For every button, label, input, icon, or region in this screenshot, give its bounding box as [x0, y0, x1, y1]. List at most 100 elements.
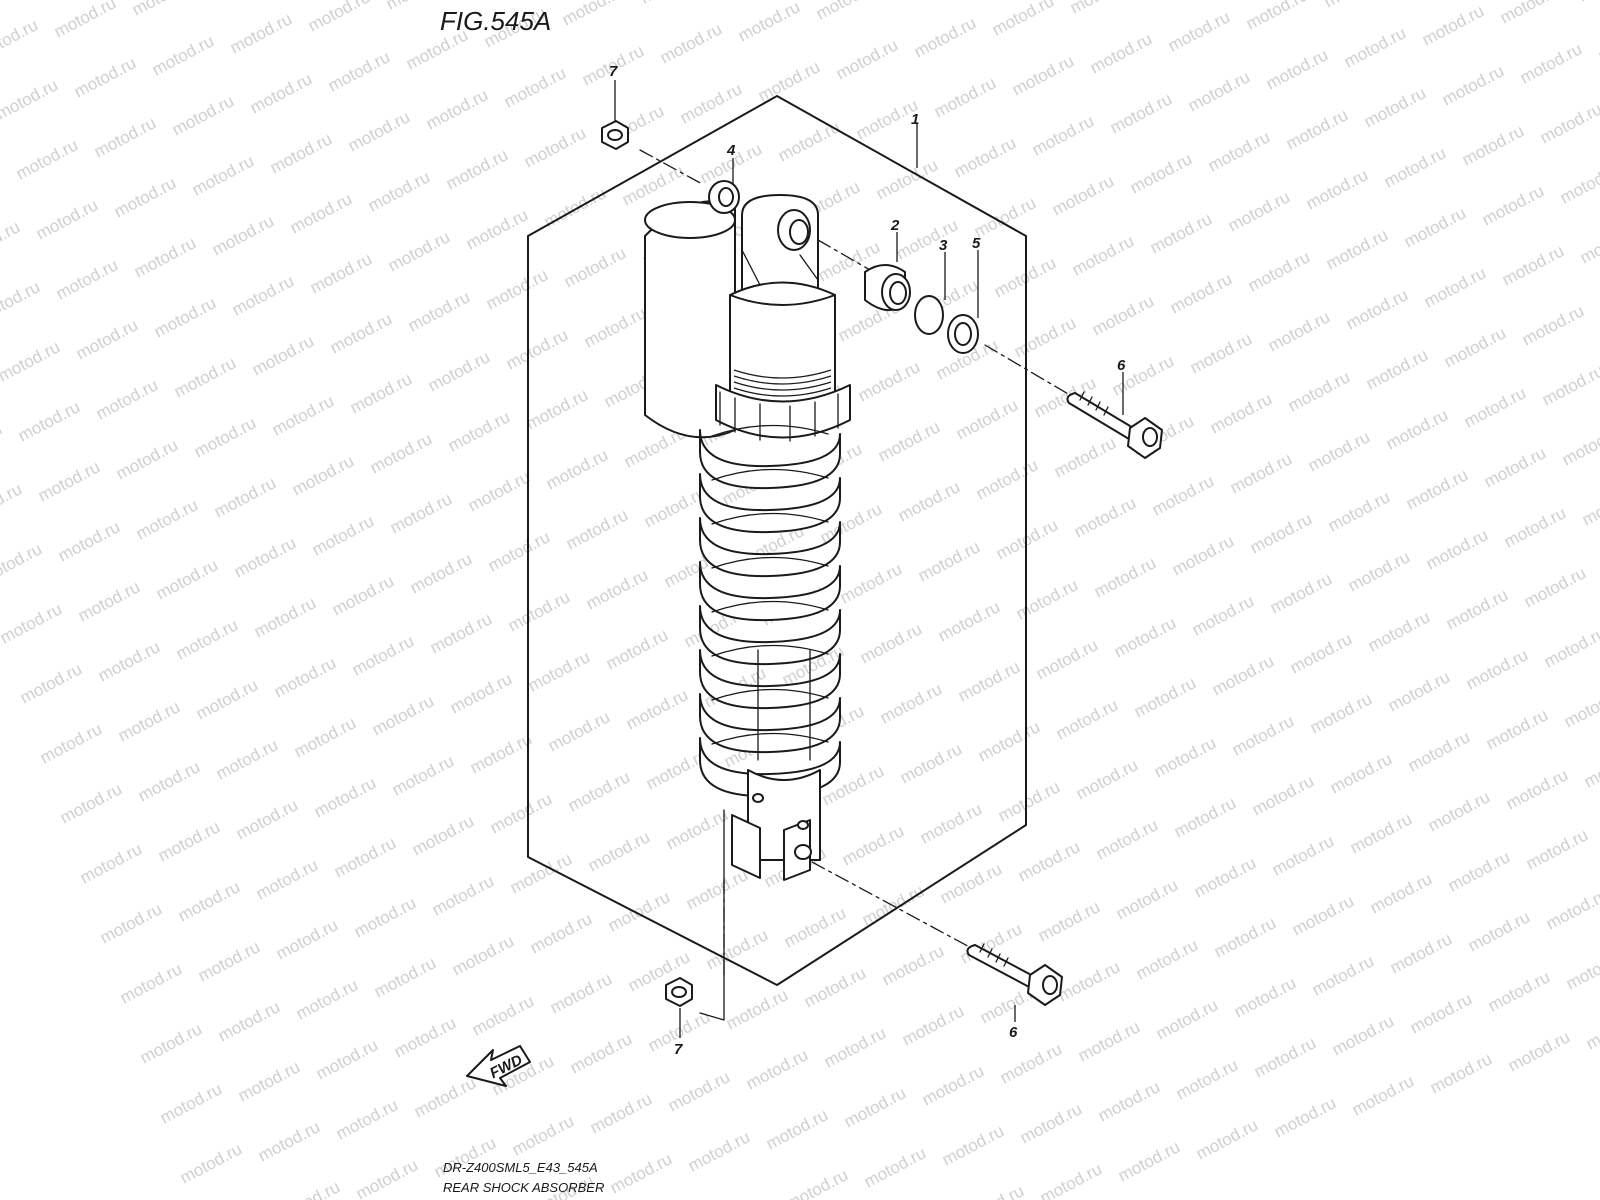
- watermark-text: motod.ru: [1035, 897, 1103, 945]
- watermark-text: motod.ru: [389, 751, 457, 799]
- figure-title: FIG.545A: [440, 6, 551, 36]
- watermark-text: motod.ru: [449, 931, 517, 979]
- watermark-text: motod.ru: [233, 795, 301, 843]
- watermark-text: motod.ru: [917, 799, 985, 847]
- watermark-text: motod.ru: [1537, 99, 1600, 147]
- watermark-text: motod.ru: [135, 757, 203, 805]
- watermark-text: motod.ru: [993, 515, 1061, 563]
- watermark-text: motod.ru: [349, 631, 417, 679]
- watermark-text: motod.ru: [1425, 787, 1493, 835]
- watermark-text: motod.ru: [1361, 83, 1429, 131]
- damper-rod: [757, 649, 811, 761]
- watermark-text: motod.ru: [269, 391, 337, 439]
- watermark-text: motod.ru: [683, 865, 751, 913]
- watermark-text: motod.ru: [1345, 547, 1413, 595]
- watermark-text: motod.ru: [1503, 765, 1571, 813]
- watermark-text: motod.ru: [1579, 481, 1600, 529]
- watermark-text: motod.ru: [1479, 181, 1547, 229]
- watermark-text: motod.ru: [387, 489, 455, 537]
- watermark-text: motod.ru: [1169, 531, 1237, 579]
- watermark-text: motod.ru: [1407, 989, 1475, 1037]
- watermark-text: motod.ru: [1443, 585, 1511, 633]
- watermark-text: motod.ru: [523, 385, 591, 433]
- watermark-text: motod.ru: [1575, 0, 1600, 6]
- watermark-text: motod.ru: [1267, 569, 1335, 617]
- watermark-text: motod.ru: [55, 517, 123, 565]
- watermark-text: motod.ru: [857, 619, 925, 667]
- watermark-text: motod.ru: [509, 1111, 577, 1159]
- watermark-text: motod.ru: [1011, 313, 1079, 361]
- watermark-text: motod.ru: [505, 587, 573, 635]
- part-3-ring: [914, 295, 944, 335]
- watermark-text: motod.ru: [1111, 613, 1179, 661]
- watermark-text: motod.ru: [1171, 793, 1239, 841]
- watermark-text: motod.ru: [1207, 389, 1275, 437]
- watermark-text: motod.ru: [485, 527, 553, 575]
- watermark-text: motod.ru: [919, 1061, 987, 1109]
- watermark-text: motod.ru: [1385, 667, 1453, 715]
- watermark-text: motod.ru: [247, 69, 315, 117]
- watermark-text: motod.ru: [1563, 945, 1600, 993]
- watermark-text: motod.ru: [91, 113, 159, 161]
- watermark-text: motod.ru: [735, 0, 803, 46]
- watermark-text: motod.ru: [821, 1023, 889, 1071]
- part-6-bolt-lower: [966, 943, 1063, 1006]
- watermark-text: motod.ru: [0, 539, 45, 587]
- watermark-text: motod.ru: [877, 679, 945, 727]
- watermark-text: motod.ru: [1485, 967, 1553, 1015]
- watermark-text: motod.ru: [1087, 29, 1155, 77]
- watermark-text: motod.ru: [1445, 847, 1513, 895]
- watermark-text: motod.ru: [1321, 0, 1389, 12]
- watermark-text: motod.ru: [603, 625, 671, 673]
- watermark-text: motod.ru: [1387, 929, 1455, 977]
- watermark-text: motod.ru: [931, 73, 999, 121]
- watermark-text: motod.ru: [1381, 143, 1449, 191]
- center-lines: [639, 149, 1076, 976]
- watermark-text: motod.ru: [77, 839, 145, 887]
- watermark-text: motod.ru: [585, 827, 653, 875]
- watermark-text: motod.ru: [51, 0, 119, 42]
- watermark-text: motod.ru: [0, 337, 63, 385]
- watermark-text: motod.ru: [1033, 635, 1101, 683]
- watermark-text: motod.ru: [169, 91, 237, 139]
- watermark-text: motod.ru: [1251, 1033, 1319, 1081]
- watermark-text: motod.ru: [501, 63, 569, 111]
- watermark-text: motod.ru: [305, 0, 373, 36]
- watermark-text: motod.ru: [581, 303, 649, 351]
- shock-body: [715, 281, 851, 442]
- watermark-text: motod.ru: [1481, 443, 1549, 491]
- watermark-text: motod.ru: [839, 821, 907, 869]
- watermark-text: motod.ru: [899, 1001, 967, 1049]
- watermark-text: motod.ru: [879, 941, 947, 989]
- watermark-text: motod.ru: [35, 457, 103, 505]
- watermark-text: motod.ru: [427, 609, 495, 657]
- watermark-text: motod.ru: [861, 1143, 929, 1191]
- watermark-text: motod.ru: [17, 659, 85, 707]
- watermark-text: motod.ru: [743, 1045, 811, 1093]
- callout-6-lower: 6: [1009, 1024, 1018, 1041]
- watermark-text: motod.ru: [665, 1067, 733, 1115]
- watermark-text: motod.ru: [563, 505, 631, 553]
- watermark-text: motod.ru: [641, 483, 709, 531]
- watermark-text: motod.ru: [273, 915, 341, 963]
- watermark-text: motod.ru: [1053, 695, 1121, 743]
- watermark-text: motod.ru: [1583, 1005, 1600, 1053]
- watermark-text: motod.ru: [1365, 607, 1433, 655]
- watermark-text: motod.ru: [541, 183, 609, 231]
- callout-7-lower: 7: [674, 1041, 683, 1058]
- watermark-text: motod.ru: [365, 167, 433, 215]
- watermark-text: motod.ru: [227, 9, 295, 57]
- part-4-washer: [708, 180, 740, 214]
- watermark-text: motod.ru: [149, 31, 217, 79]
- watermark-text: motod.ru: [347, 369, 415, 417]
- watermark-text: motod.ru: [0, 217, 23, 265]
- watermark-text: motod.ru: [657, 19, 725, 67]
- watermark-text: motod.ru: [369, 691, 437, 739]
- watermark-text: motod.ru: [605, 887, 673, 935]
- watermark-text: motod.ru: [1403, 465, 1471, 513]
- watermark-text: motod.ru: [251, 593, 319, 641]
- watermark-text: motod.ru: [1231, 973, 1299, 1021]
- watermark-text: motod.ru: [1519, 301, 1587, 349]
- watermark-text: motod.ru: [1095, 1077, 1163, 1125]
